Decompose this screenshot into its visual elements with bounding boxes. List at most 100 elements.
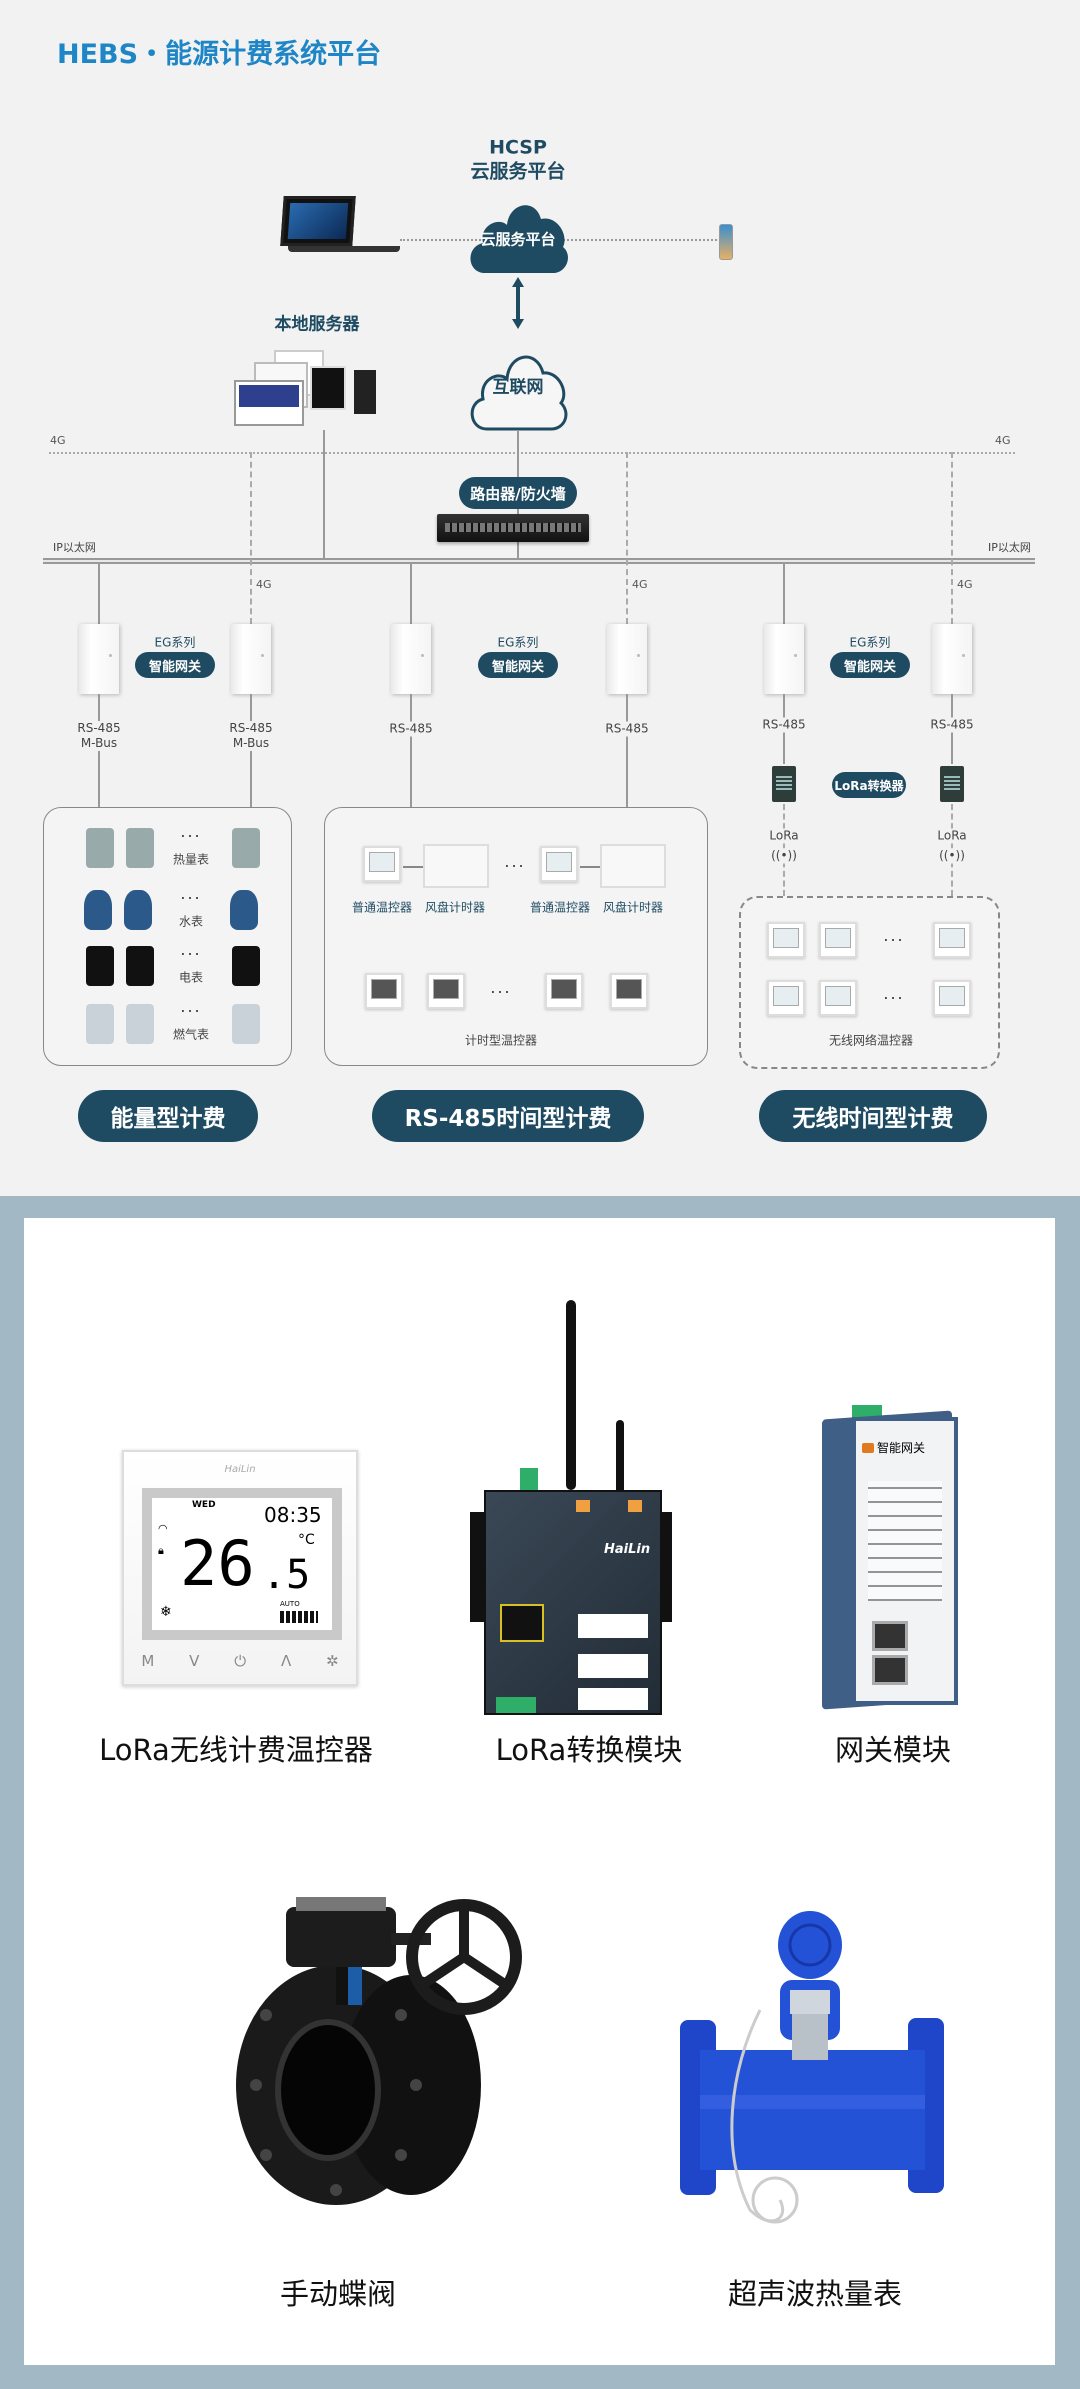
water-meter-label: 水表 bbox=[178, 914, 204, 929]
gas-meter-label: 燃气表 bbox=[172, 1027, 210, 1042]
gateway-module-label: 智能网关 bbox=[877, 1441, 926, 1455]
eg-series-label: EG系列 bbox=[497, 635, 539, 650]
lan-port[interactable] bbox=[872, 1621, 908, 1651]
wireless-thermostat-icon bbox=[819, 922, 857, 958]
router-switch-icon bbox=[437, 514, 589, 542]
wireless-thermostat-icon bbox=[767, 980, 805, 1016]
connector-line bbox=[580, 866, 600, 868]
ultrasonic-heat-meter-image bbox=[680, 1911, 944, 2224]
lan-port[interactable] bbox=[872, 1655, 908, 1685]
cloud-platform-label: 云服务平台 bbox=[480, 230, 556, 249]
ellipsis: ··· bbox=[180, 1001, 202, 1021]
4g-drop bbox=[250, 452, 252, 624]
bidirectional-arrow-icon bbox=[512, 277, 524, 329]
ellipsis: ··· bbox=[180, 888, 202, 908]
water-meter-icon bbox=[84, 890, 112, 930]
gas-meter-icon bbox=[86, 1004, 114, 1044]
lora-label: LoRa bbox=[937, 828, 967, 844]
mode-button[interactable]: M bbox=[141, 1652, 155, 1670]
thermostat-screen: WED 08:35 ◠ 🔒︎ 26 .5 °C ❄ AUTO bbox=[142, 1488, 342, 1640]
ethernet-bus bbox=[43, 558, 1035, 564]
antenna-icon bbox=[566, 1300, 576, 1490]
water-meter-icon bbox=[230, 890, 258, 930]
lock-icon: 🔒︎ bbox=[158, 1544, 164, 1557]
hcsp-label: HCSP bbox=[489, 136, 547, 159]
smart-gateway-label: 智能网关 bbox=[478, 652, 558, 678]
rs485-label: RS-485 bbox=[389, 721, 433, 737]
timed-thermostat-label: 计时型温控器 bbox=[464, 1033, 538, 1048]
thermostat-fan-mode: AUTO bbox=[280, 1600, 300, 1608]
thermostat-unit: °C bbox=[298, 1532, 315, 1548]
wireless-thermostat-icon bbox=[767, 922, 805, 958]
timed-thermostat-icon bbox=[610, 973, 648, 1009]
product-label: LoRa转换模块 bbox=[495, 1733, 683, 1767]
router-firewall-label: 路由器/防火墙 bbox=[459, 477, 577, 509]
ellipsis: ··· bbox=[883, 930, 905, 950]
timed-thermostat-icon bbox=[545, 973, 583, 1009]
antenna-signal-icon: ((•)) bbox=[771, 848, 797, 864]
product-label: 手动蝶阀 bbox=[279, 2277, 397, 2311]
phone-icon bbox=[719, 224, 733, 260]
smart-gateway-label: 智能网关 bbox=[830, 652, 910, 678]
thermostat-time: 08:35 bbox=[264, 1503, 322, 1527]
products-card bbox=[24, 1218, 1055, 2365]
4g-label: 4G bbox=[50, 434, 66, 447]
power-button[interactable]: ⏻ bbox=[234, 1652, 247, 1670]
timed-thermostat-icon bbox=[365, 973, 403, 1009]
ellipsis: ··· bbox=[883, 988, 905, 1008]
lora-converter-device bbox=[940, 766, 964, 802]
gateway-module-brand: 智能网关 bbox=[862, 1439, 925, 1456]
normal-thermostat-label: 普通温控器 bbox=[351, 900, 413, 915]
thermostat-temp: 26 bbox=[180, 1527, 255, 1600]
rs485-label: RS-485 bbox=[930, 717, 974, 733]
gateway-module-image: 智能网关 bbox=[822, 1405, 962, 1710]
thermostat-temp-decimal: .5 bbox=[262, 1552, 311, 1598]
lora-label: LoRa bbox=[769, 828, 799, 844]
local-server-label: 本地服务器 bbox=[274, 314, 360, 335]
heat-meter-icon bbox=[126, 828, 154, 868]
ellipsis: ··· bbox=[180, 944, 202, 964]
gateway-device bbox=[231, 624, 271, 694]
category-rs485-time-billing: RS-485时间型计费 bbox=[372, 1090, 644, 1142]
up-button[interactable]: Λ bbox=[280, 1652, 292, 1670]
ethernet-drop bbox=[98, 562, 100, 624]
fan-timer-label: 风盘计时器 bbox=[424, 900, 486, 915]
ellipsis: ··· bbox=[180, 826, 202, 846]
timed-thermostat-icon bbox=[427, 973, 465, 1009]
thermostat-icon bbox=[363, 846, 401, 882]
thermostat-day: WED bbox=[192, 1500, 216, 1510]
fan-timer-icon bbox=[600, 844, 666, 888]
smart-gateway-label: 智能网关 bbox=[135, 652, 215, 678]
product-label: 网关模块 bbox=[834, 1733, 952, 1767]
wireless-thermostat-label: 无线网络温控器 bbox=[828, 1033, 914, 1048]
page-title: HEBS・能源计费系统平台 bbox=[57, 39, 382, 70]
mbus-text: M-Bus bbox=[80, 736, 118, 750]
fan-button[interactable]: ✲ bbox=[326, 1652, 339, 1670]
category-wireless-time-billing: 无线时间型计费 bbox=[759, 1090, 987, 1142]
energy-meter-group: ··· 热量表 ··· 水表 ··· 电表 ··· 燃气表 bbox=[43, 807, 292, 1066]
category-energy-billing: 能量型计费 bbox=[78, 1090, 258, 1142]
ip-ethernet-label-left: IP以太网 bbox=[53, 541, 96, 554]
bus-line bbox=[410, 694, 412, 807]
gateway-device bbox=[607, 624, 647, 694]
wireless-thermostat-group: ··· ··· 无线网络温控器 bbox=[739, 896, 1000, 1069]
rs485-text: RS-485 bbox=[229, 721, 273, 735]
gateway-device bbox=[79, 624, 119, 694]
fan-timer-icon bbox=[423, 844, 489, 888]
fan-speed-bars-icon bbox=[280, 1611, 318, 1623]
lora-converter-device bbox=[772, 766, 796, 802]
normal-thermostat-label: 普通温控器 bbox=[529, 900, 591, 915]
thermostat-icon bbox=[540, 846, 578, 882]
cloud-platform-heading: 云服务平台 bbox=[470, 160, 566, 183]
product-label: 超声波热量表 bbox=[727, 2277, 903, 2311]
electric-meter-icon bbox=[126, 946, 154, 986]
gateway-device bbox=[932, 624, 972, 694]
rs485-text: RS-485 bbox=[77, 721, 121, 735]
eg-series-label: EG系列 bbox=[154, 635, 196, 650]
converter-brand: HaiLin bbox=[604, 1542, 651, 1557]
mbus-text: M-Bus bbox=[232, 736, 270, 750]
wireless-thermostat-icon bbox=[933, 922, 971, 958]
gateway-device bbox=[391, 624, 431, 694]
down-button[interactable]: V bbox=[189, 1652, 200, 1670]
